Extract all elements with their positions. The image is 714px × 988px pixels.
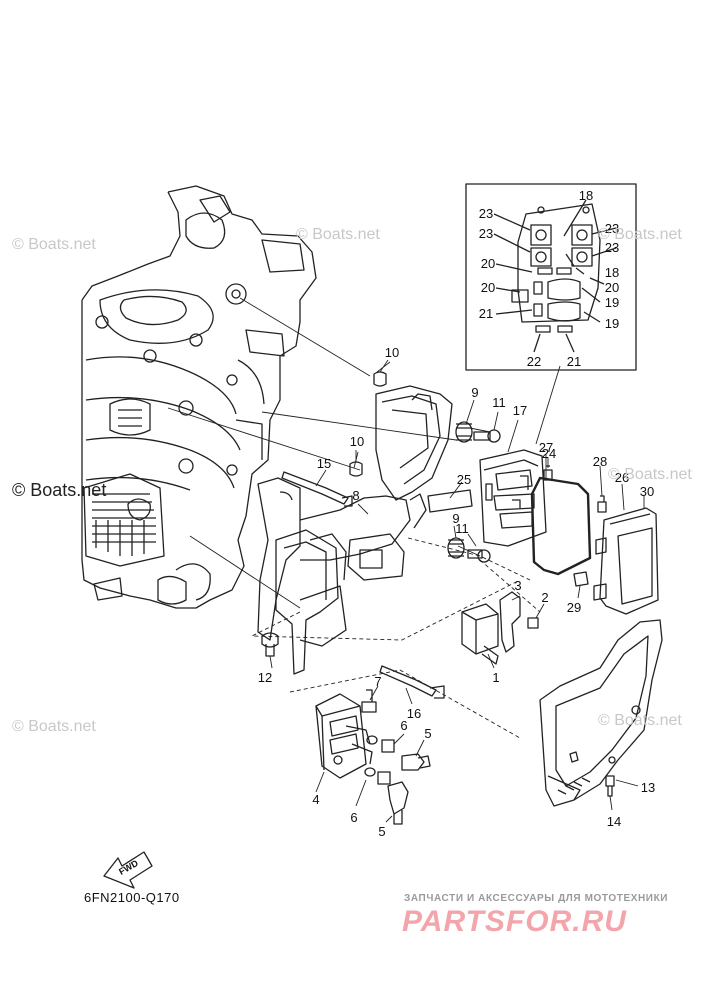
callout-19: 19 [605, 316, 619, 331]
callout-30: 30 [640, 484, 654, 499]
bolt-6-upper [366, 735, 395, 753]
plate-25 [427, 489, 473, 513]
screw-28 [597, 495, 607, 513]
callout-24: 24 [542, 446, 556, 461]
callout-29: 29 [567, 600, 581, 615]
callout-5: 5 [424, 726, 431, 741]
fwd-arrow-icon [103, 851, 153, 889]
cable-tie-15 [281, 471, 353, 507]
callout-25: 25 [457, 472, 471, 487]
callout-23: 23 [479, 206, 493, 221]
callout-20: 20 [481, 256, 495, 271]
callout-20: 20 [605, 280, 619, 295]
callout-4: 4 [312, 792, 319, 807]
bolt-7 [361, 689, 377, 713]
callout-10: 10 [350, 434, 364, 449]
bolt-10-upper [373, 371, 387, 387]
callout-11: 11 [492, 395, 506, 410]
bracket-lower [275, 529, 347, 675]
bolt-11-upper [473, 429, 501, 443]
watermark: © Boats.net [12, 236, 96, 253]
relay-1 [461, 603, 499, 665]
callout-23: 23 [479, 226, 493, 241]
detail-inset [465, 183, 637, 371]
callout-10: 10 [385, 345, 399, 360]
watermark: © Boats.net [598, 226, 682, 243]
bolt-6-lower [364, 767, 391, 785]
callout-11: 11 [455, 521, 469, 536]
callout-7: 7 [374, 674, 381, 689]
ignition-unit-4 [315, 693, 373, 779]
cover-13 [539, 619, 663, 807]
callout-15: 15 [317, 456, 331, 471]
bracket-8 [257, 385, 453, 641]
callout-26: 26 [615, 470, 629, 485]
callout-18: 18 [605, 265, 619, 280]
callout-27: 27 [539, 440, 553, 455]
watermark: © Boats.net [12, 480, 107, 500]
callout-5: 5 [378, 824, 385, 839]
watermark: © Boats.net [598, 712, 682, 729]
plug-cap-5-lower [387, 781, 409, 825]
callout-20: 20 [481, 280, 495, 295]
leader-lines [167, 297, 561, 739]
fwd-label: FWD [117, 858, 140, 877]
callout-13: 13 [641, 780, 655, 795]
callout-9: 9 [452, 511, 459, 526]
watermark: © Boats.net [12, 718, 96, 735]
callout-1: 1 [492, 670, 499, 685]
callout-3: 3 [514, 578, 521, 593]
screw-14 [605, 775, 615, 797]
watermark: © Boats.net [296, 226, 380, 243]
ecm-unit-17 [479, 449, 547, 547]
brand-logo: PARTSFOR.RU [402, 905, 627, 938]
bracket-3 [499, 591, 521, 653]
callout-19: 19 [605, 295, 619, 310]
cable-tie-16 [379, 665, 445, 699]
callout-2: 2 [541, 590, 548, 605]
cover-30 [593, 507, 659, 615]
plug-cap-5-upper [401, 753, 431, 771]
watermark: © Boats.net [608, 466, 692, 483]
screw-2 [527, 617, 539, 629]
callout-21: 21 [479, 306, 493, 321]
callout-6: 6 [400, 718, 407, 733]
bolt-10-lower [349, 461, 363, 477]
callout-16: 16 [407, 706, 421, 721]
clip-29 [573, 571, 589, 587]
engine-block [81, 185, 317, 609]
callout-23: 23 [605, 221, 619, 236]
callout-12: 12 [258, 670, 272, 685]
callout-8: 8 [352, 488, 359, 503]
brand-tagline: ЗАПЧАСТИ И АКСЕССУАРЫ ДЛЯ МОТОТЕХНИКИ [404, 893, 669, 904]
callout-18: 18 [579, 188, 593, 203]
callout-21: 21 [567, 354, 581, 369]
callout-6: 6 [350, 810, 357, 825]
callout-23: 23 [605, 240, 619, 255]
grommet-9-upper [455, 421, 473, 443]
callout-numbers: 10 10 9 11 17 15 8 25 9 11 27 24 28 26 3… [117, 188, 655, 877]
part-leaders [269, 359, 645, 823]
callout-9: 9 [471, 385, 478, 400]
callout-17: 17 [513, 403, 527, 418]
callout-28: 28 [593, 454, 607, 469]
callout-14: 14 [607, 814, 621, 829]
bolt-11-lower [467, 549, 491, 563]
gasket-27 [530, 476, 592, 576]
callout-22: 22 [527, 354, 541, 369]
diagram-code: 6FN2100-Q170 [84, 890, 180, 905]
